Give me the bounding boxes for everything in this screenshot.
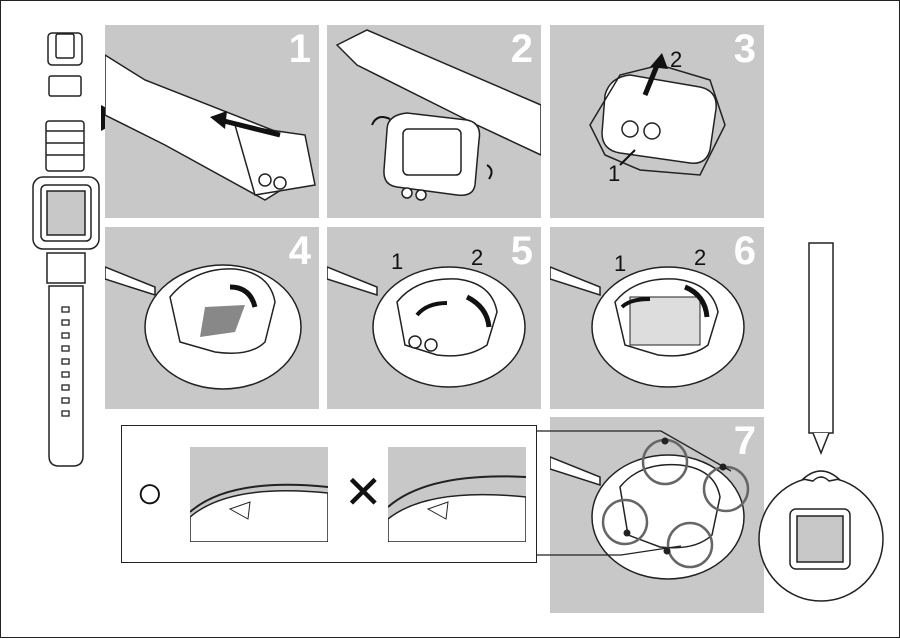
correct-mark: ○	[136, 466, 164, 518]
step-number: 3	[733, 27, 756, 71]
step-sub-label-1: 1	[614, 251, 627, 276]
bezel-lift-illustration	[589, 53, 726, 176]
case-opening-illustration	[335, 29, 541, 201]
correct-fit-image	[190, 447, 328, 542]
step-sub-label-2: 2	[471, 245, 484, 270]
step-sub-label-1: 1	[608, 161, 621, 186]
step-number: 6	[733, 229, 756, 273]
step-sub-label-2: 2	[694, 245, 707, 270]
step-number: 4	[288, 229, 311, 273]
step-number: 7	[733, 419, 756, 463]
step-number: 5	[510, 229, 533, 273]
fit-comparison-box: ○ ✕	[121, 425, 537, 563]
step-number: 2	[510, 27, 533, 71]
check-fit-illustration	[550, 438, 750, 580]
step-panel-2: 2	[327, 25, 541, 218]
incorrect-fit-image	[388, 447, 526, 542]
insert-into-holder-illustration	[105, 264, 302, 390]
step-sub-label-1: 1	[391, 249, 404, 274]
step-panel-7: 7	[550, 417, 764, 613]
step-panel-3: 1 2 3	[550, 25, 764, 218]
press-watch-illustration	[327, 266, 526, 388]
step-panel-5: 1 2 5	[327, 227, 541, 409]
step-panel-1: 1	[105, 25, 319, 218]
step-panel-6: 1 2 6	[550, 227, 764, 409]
watch-with-strap-illustration	[32, 32, 100, 467]
step-sub-label-2: 2	[670, 47, 683, 72]
incorrect-mark: ✕	[344, 466, 383, 518]
strap-removal-illustration	[105, 54, 316, 201]
step-number: 1	[288, 27, 311, 71]
snap-in-illustration	[550, 266, 745, 388]
step-panel-4: 4	[105, 227, 319, 409]
